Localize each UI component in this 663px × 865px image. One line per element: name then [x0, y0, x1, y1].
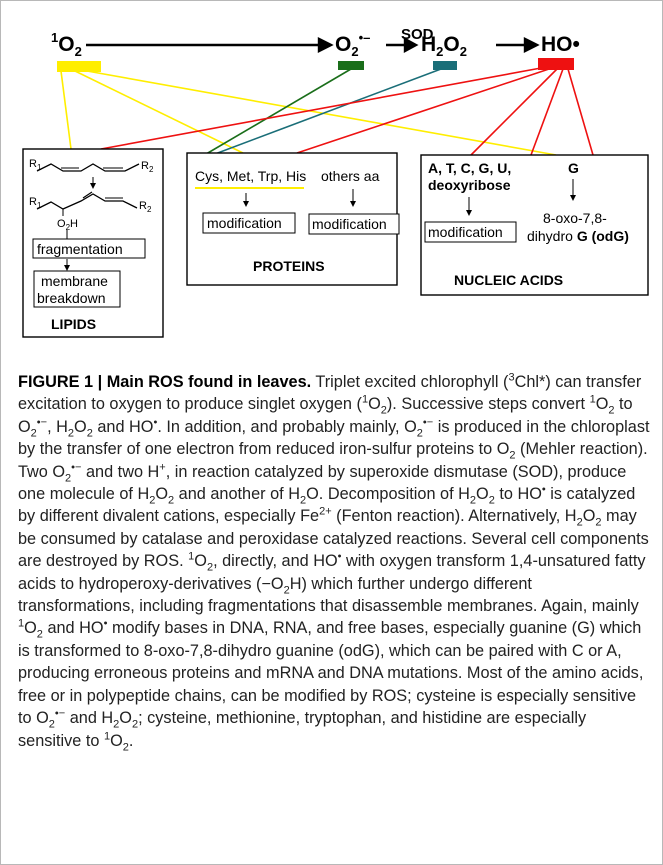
- arrow-head-1: [317, 37, 334, 53]
- lipid-arrow-2: [64, 265, 70, 271]
- svg-text:R2: R2: [139, 200, 152, 214]
- line-1o2-nucleic: [86, 70, 557, 156]
- amino-acids-label: Cys, Met, Trp, His: [195, 168, 306, 184]
- hydroxyl-marker: [538, 58, 574, 70]
- caption-body: Triplet excited chlorophyll (3Chl*) can …: [18, 371, 650, 753]
- odg-label-1: 8-oxo-7,8-: [543, 210, 607, 226]
- svg-text:R1: R1: [29, 196, 42, 210]
- proteins-title: PROTEINS: [253, 258, 325, 274]
- peroxide-label: H2O2: [421, 33, 467, 59]
- nucleic-acids-title: NUCLEIC ACIDS: [454, 272, 563, 288]
- ros-diagram: 1O2 O2•– SOD H2O2 HO• R1 R2 R1 R2 O2H fr…: [22, 26, 649, 338]
- svg-text:R2: R2: [141, 160, 154, 174]
- bases-label-1: A, T, C, G, U,: [428, 160, 511, 176]
- svg-text:O2H: O2H: [57, 218, 78, 232]
- line-1o2-proteins: [74, 70, 244, 154]
- membrane-breakdown-label-1: membrane: [41, 273, 108, 289]
- figure-caption: FIGURE 1 | Main ROS found in leaves. Tri…: [18, 371, 650, 752]
- guanine-label: G: [568, 160, 579, 176]
- singlet-oxygen-marker: [57, 61, 101, 72]
- line-superoxide-proteins: [200, 68, 352, 158]
- line-hydroxyl-lipids: [100, 67, 542, 150]
- singlet-oxygen-label: 1O2: [51, 30, 82, 59]
- connector-lines: [60, 67, 594, 158]
- sod-label: SOD: [401, 26, 434, 43]
- arrow-head-3: [523, 37, 540, 53]
- fragmentation-label: fragmentation: [37, 241, 123, 257]
- nucleic-acids-box: A, T, C, G, U, deoxyribose G modificatio…: [420, 154, 649, 296]
- protein-modification-1: modification: [207, 215, 282, 231]
- lipid-arrow-1: [90, 183, 96, 189]
- fatty-acid-chain-top: [36, 163, 140, 172]
- line-peroxide-proteins: [206, 68, 442, 158]
- odg-label-2: dihydro G (odG): [527, 228, 629, 244]
- protein-modification-2: modification: [312, 216, 387, 232]
- membrane-breakdown-label-2: breakdown: [37, 290, 106, 306]
- arrow-head-2: [403, 36, 419, 54]
- fatty-acid-chain-bottom: [36, 193, 138, 210]
- reaction-arrows: [86, 36, 540, 54]
- lipids-title: LIPIDS: [51, 316, 96, 332]
- bases-label-2: deoxyribose: [428, 177, 511, 193]
- hydroxyl-label: HO•: [541, 33, 580, 56]
- others-aa-label: others aa: [321, 168, 380, 184]
- line-hydroxyl-proteins: [296, 68, 550, 154]
- line-hydroxyl-nucleic-2: [530, 68, 564, 156]
- lipids-box: R1 R2 R1 R2 O2H fragmentation membrane b…: [22, 148, 164, 338]
- superoxide-marker: [338, 61, 364, 70]
- nucleic-modification: modification: [428, 224, 503, 240]
- superoxide-label: O2•–: [335, 30, 370, 59]
- line-1o2-lipids: [60, 70, 72, 150]
- svg-text:R1: R1: [29, 158, 42, 172]
- figure-label: FIGURE 1 | Main ROS found in leaves.: [18, 373, 312, 391]
- line-hydroxyl-nucleic-1: [470, 68, 558, 156]
- proteins-box: Cys, Met, Trp, His others aa modificatio…: [186, 152, 400, 286]
- peroxide-marker: [433, 61, 457, 70]
- line-hydroxyl-nucleic-3: [567, 68, 594, 156]
